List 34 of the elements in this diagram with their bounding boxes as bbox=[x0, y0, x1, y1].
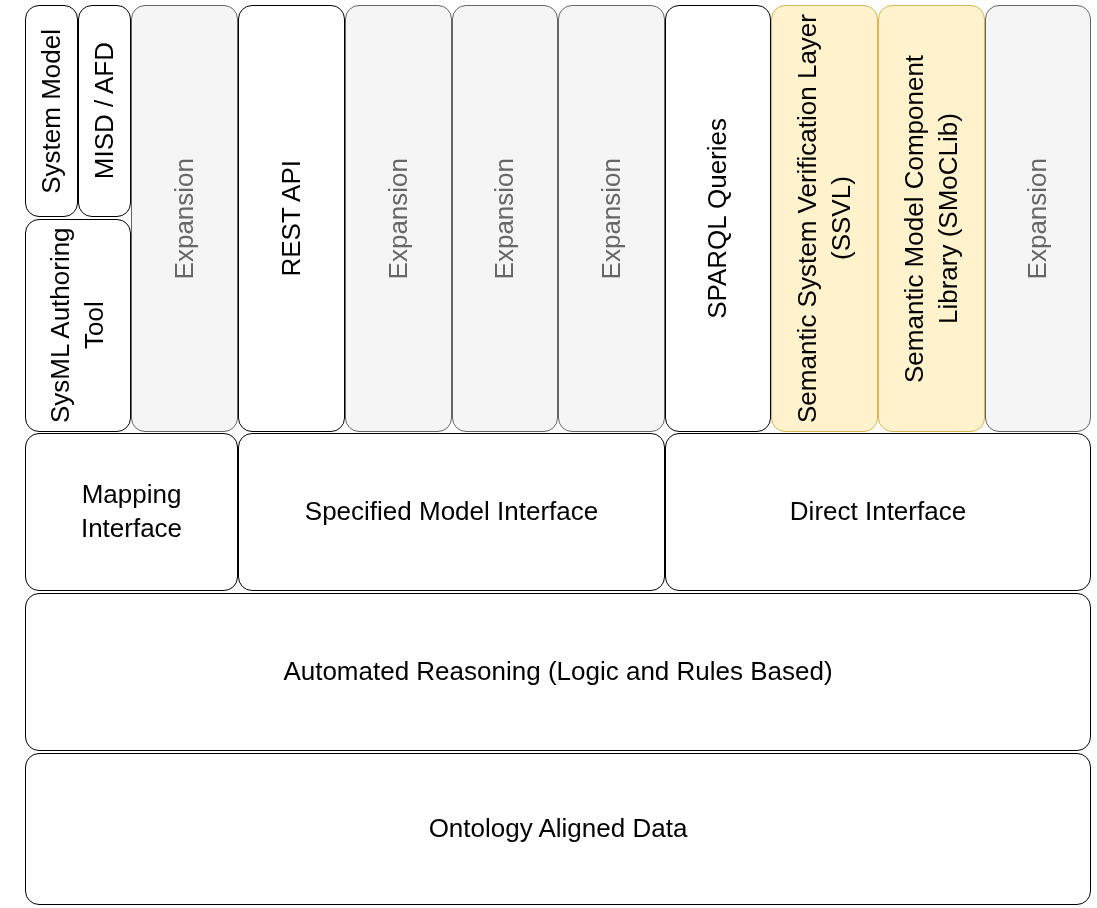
layer-box bbox=[878, 5, 985, 432]
layer-label: SysML Authoring Tool bbox=[44, 227, 110, 424]
layer-label: Expansion bbox=[594, 157, 627, 280]
layer-label: Expansion bbox=[167, 157, 200, 280]
layer-box bbox=[558, 5, 665, 432]
layer-box bbox=[452, 5, 558, 432]
layer-box bbox=[985, 5, 1091, 432]
layer-label: Mapping Interface bbox=[79, 478, 184, 545]
layer-label: System Model bbox=[34, 28, 67, 194]
layer-box bbox=[771, 5, 878, 432]
layer-box bbox=[78, 5, 131, 217]
layer-box bbox=[25, 219, 131, 432]
layer-box bbox=[25, 433, 238, 591]
layer-label: Expansion bbox=[381, 157, 414, 280]
layer-label: Automated Reasoning (Logic and Rules Based) bbox=[283, 655, 833, 689]
layer-label: SPARQL Queries bbox=[701, 118, 734, 319]
layer-label: Direct Interface bbox=[789, 495, 967, 529]
layer-box bbox=[238, 433, 665, 591]
layer-box bbox=[238, 5, 345, 432]
layer-box bbox=[25, 5, 78, 217]
layer-label: MISD / AFD bbox=[87, 42, 120, 180]
layer-label: Ontology Aligned Data bbox=[428, 812, 688, 846]
layer-box bbox=[131, 5, 238, 432]
layer-box bbox=[665, 5, 771, 432]
layer-label: Semantic Model Component Library (SMoCLib) bbox=[897, 53, 964, 385]
layer-label: Specified Model Interface bbox=[304, 495, 599, 529]
layer-label: Expansion bbox=[1021, 157, 1054, 280]
layer-box bbox=[25, 753, 1091, 905]
layer-label: REST API bbox=[274, 160, 307, 277]
layer-box bbox=[665, 433, 1091, 591]
layer-label: Expansion bbox=[488, 157, 521, 280]
layer-box bbox=[345, 5, 452, 432]
layer-label: Semantic System Verification Layer (SSVL) bbox=[790, 13, 857, 424]
layer-box bbox=[25, 593, 1091, 751]
